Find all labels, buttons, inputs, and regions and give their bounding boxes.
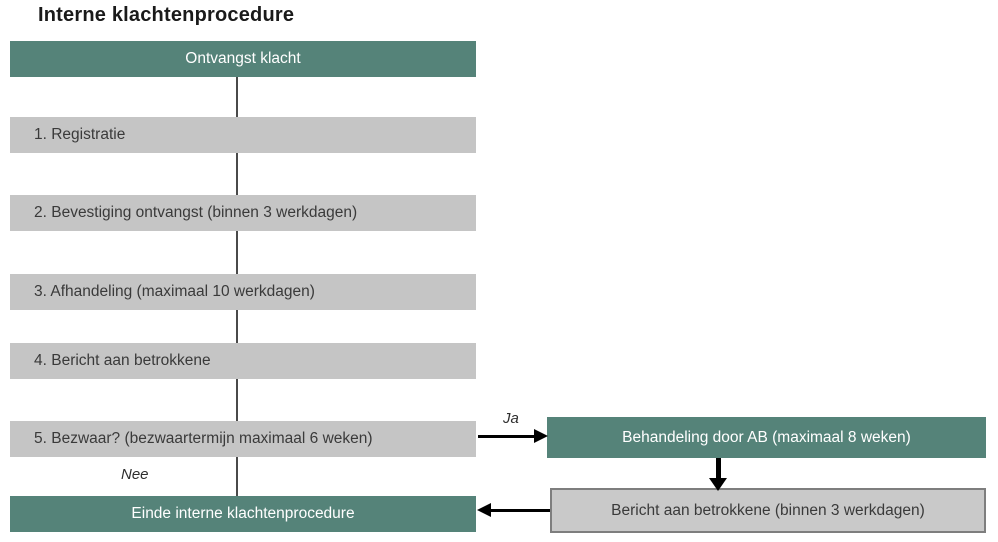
arrow-ja-shaft bbox=[478, 435, 534, 438]
node-end-einde-interne-klachtenprocedure: Einde interne klachtenprocedure bbox=[10, 496, 476, 532]
node-step-afhandeling: 3. Afhandeling (maximaal 10 werkdagen) bbox=[10, 274, 476, 310]
page-title-text: Interne klachtenprocedure bbox=[38, 4, 295, 26]
node-step-bericht-aan-betrokkene: 4. Bericht aan betrokkene bbox=[10, 343, 476, 379]
node-decision-bezwaar: 5. Bezwaar? (bezwaartermijn maximaal 6 w… bbox=[10, 421, 476, 457]
node-behandeling-door-ab: Behandeling door AB (maximaal 8 weken) bbox=[547, 417, 986, 458]
arrow-down-icon bbox=[709, 478, 727, 491]
page-title: Interne klachtenprocedure bbox=[38, 4, 294, 27]
node-step-bevestiging-ontvangst: 2. Bevestiging ontvangst (binnen 3 werkd… bbox=[10, 195, 476, 231]
branch-label-ja: Ja bbox=[503, 410, 519, 427]
node-step-registratie: 1. Registratie bbox=[10, 117, 476, 153]
arrow-left-icon bbox=[477, 503, 491, 517]
arrow-down-shaft bbox=[716, 458, 721, 479]
arrow-ja-right-icon bbox=[534, 429, 548, 443]
node-start-ontvangst-klacht: Ontvangst klacht bbox=[10, 41, 476, 77]
arrow-return-shaft bbox=[491, 509, 550, 512]
branch-label-nee: Nee bbox=[121, 466, 149, 483]
node-bericht-aan-betrokkene-binnen-3-werkdagen: Bericht aan betrokkene (binnen 3 werkdag… bbox=[550, 488, 986, 533]
